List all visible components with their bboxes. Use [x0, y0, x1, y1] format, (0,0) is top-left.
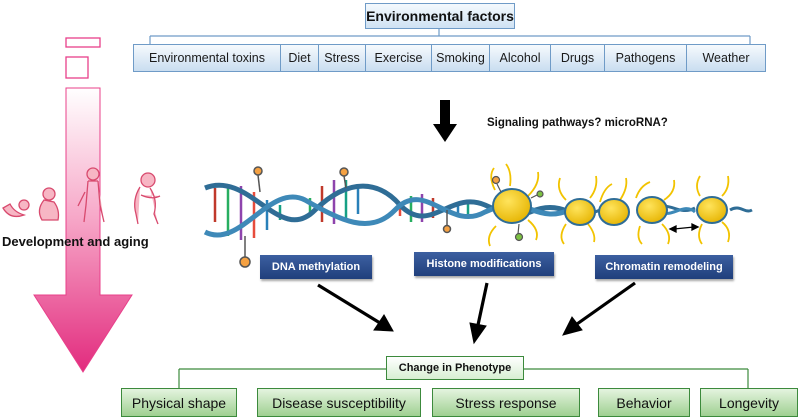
phenotype-bracket: [178, 368, 749, 388]
outcome-longevity: Longevity: [700, 388, 798, 417]
remodeling-double-arrow: [668, 222, 700, 234]
outcome-stress-response: Stress response: [432, 388, 580, 417]
environmental-factors-row: Environmental toxins Diet Stress Exercis…: [133, 44, 766, 72]
development-aging-label: Development and aging: [2, 234, 149, 249]
factor-diet: Diet: [281, 45, 319, 71]
methyl-group-marks: [239, 166, 452, 268]
factor-weather: Weather: [702, 51, 750, 65]
environmental-factors-title: Environmental factors: [365, 3, 515, 29]
signaling-label: Signaling pathways? microRNA?: [487, 117, 668, 129]
change-in-phenotype-title: Change in Phenotype: [386, 356, 524, 380]
development-arrow: [33, 87, 133, 373]
factor-stress: Stress: [319, 45, 366, 71]
outcome-behavior: Behavior: [598, 388, 690, 417]
factor-alcohol: Alcohol: [490, 45, 551, 71]
factor-pathogens: Pathogens: [605, 45, 687, 71]
outcome-physical-shape: Physical shape: [121, 388, 237, 417]
factor-environmental-toxins: Environmental toxins: [134, 45, 281, 71]
outcome-disease-susceptibility: Disease susceptibility: [257, 388, 421, 417]
factor-smoking: Smoking: [432, 45, 490, 71]
factor-drugs: Drugs: [551, 45, 605, 71]
mechanism-histone-modifications: Histone modifications: [414, 252, 554, 276]
mechanism-to-phenotype-arrows: [317, 281, 636, 345]
env-bracket: [149, 28, 751, 44]
signal-arrow: [433, 100, 457, 142]
nucleosome-icon: [487, 163, 731, 247]
dev-dash-box-2: [65, 56, 89, 79]
dna-double-helix-icon: [203, 180, 753, 240]
mechanism-chromatin-remodeling: Chromatin remodeling: [595, 255, 733, 279]
factor-exercise: Exercise: [366, 45, 432, 71]
mechanism-dna-methylation: DNA methylation: [260, 255, 372, 279]
human-development-stages-icon: [2, 167, 161, 225]
dev-dash-box-1: [65, 37, 101, 48]
